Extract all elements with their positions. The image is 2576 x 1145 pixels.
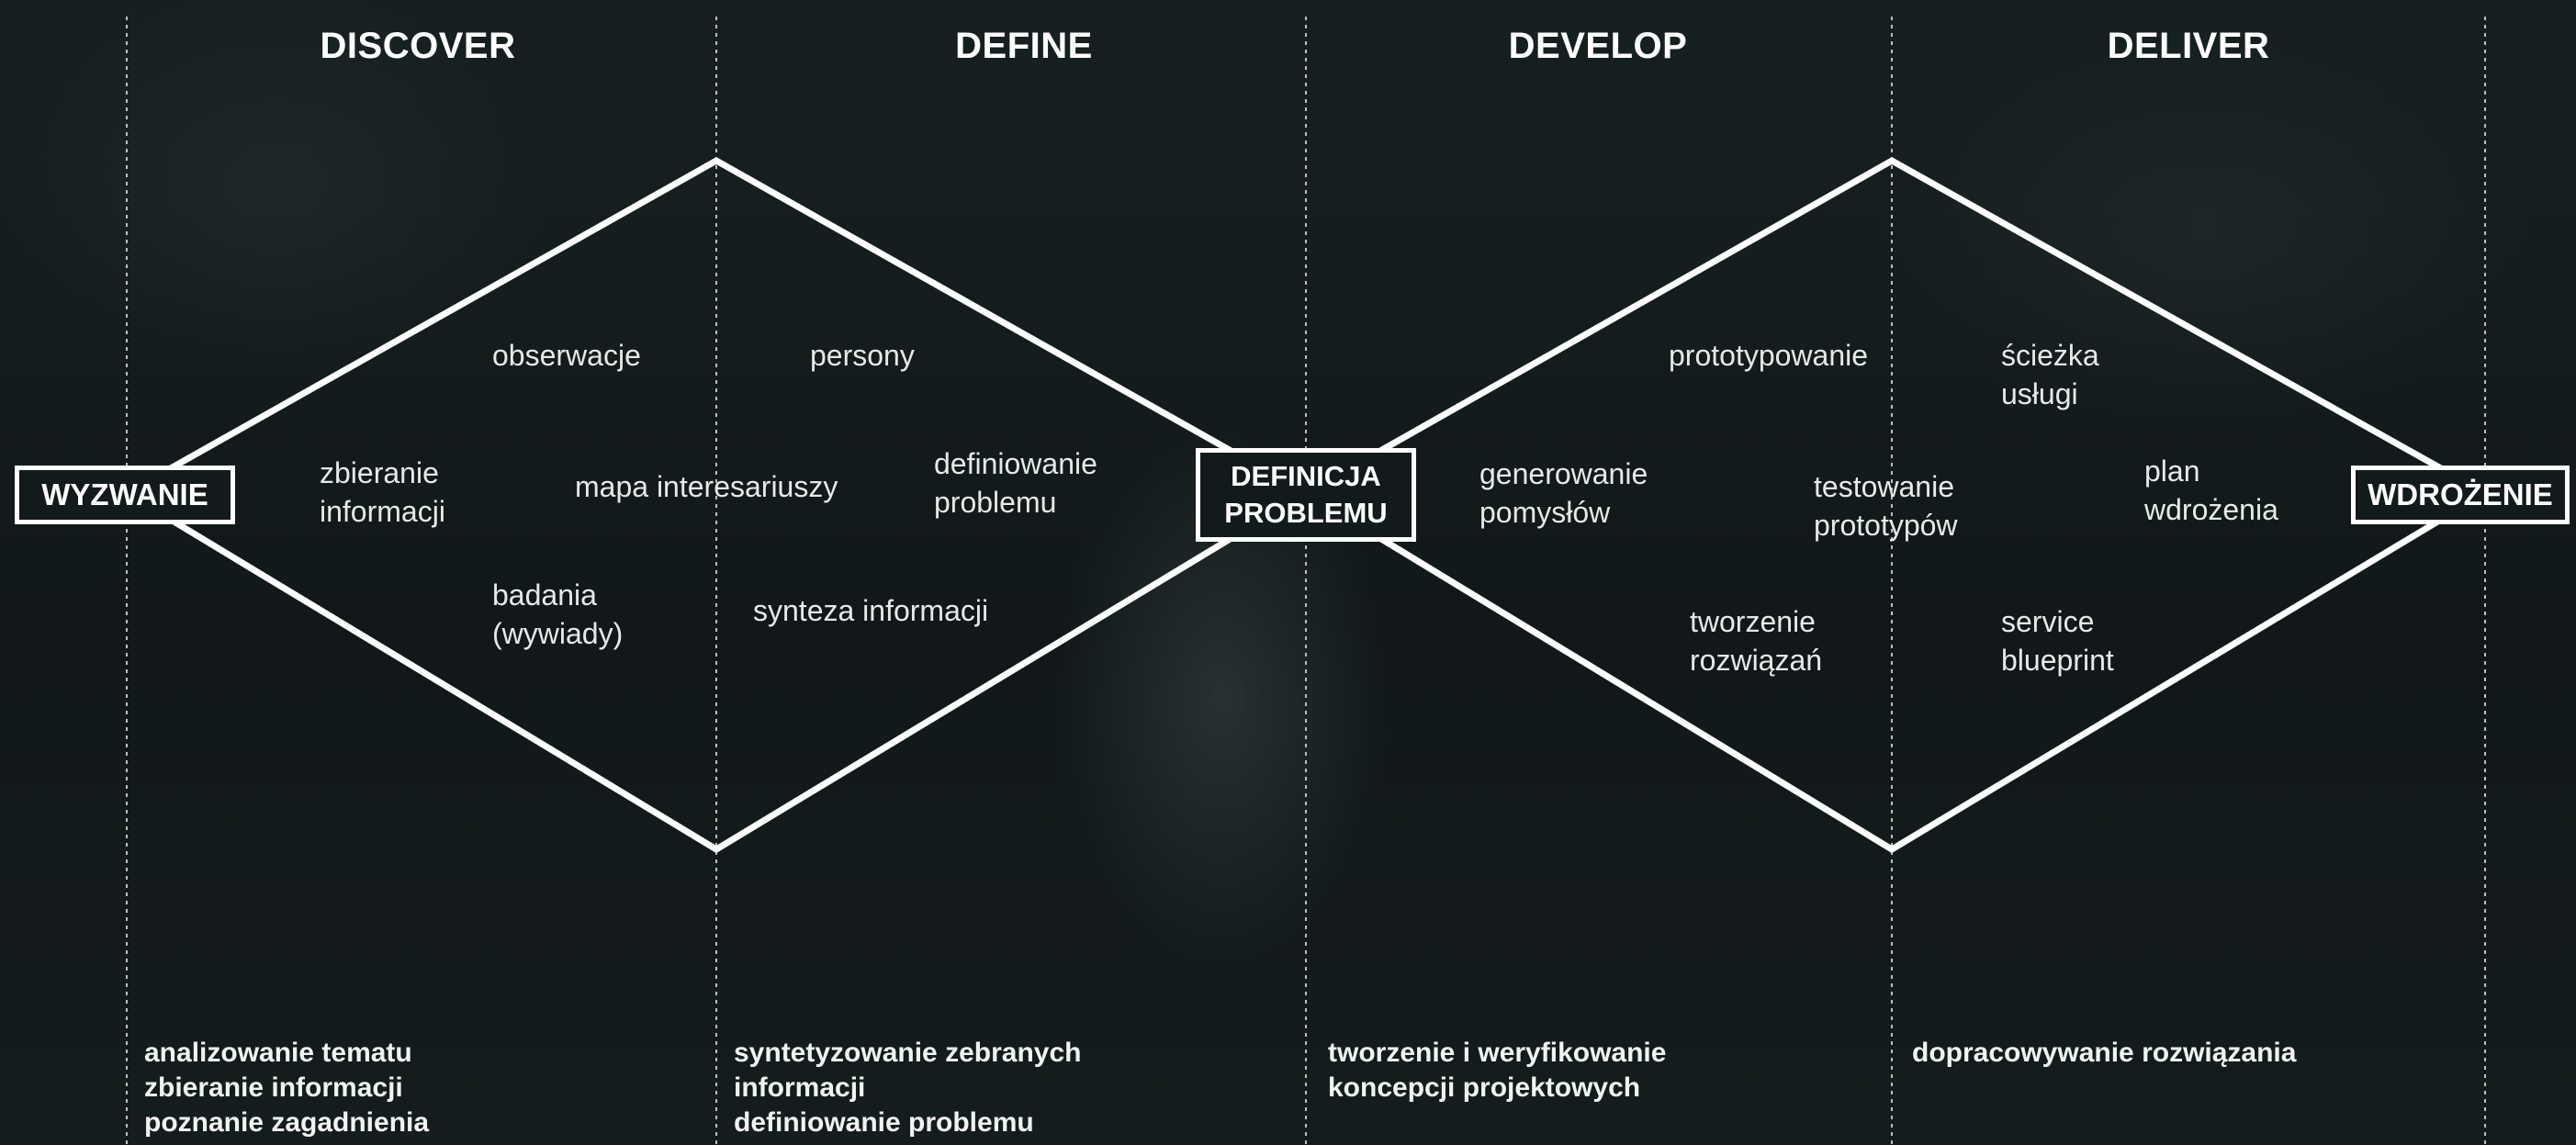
phase-develop-heading: DEVELOP (1508, 26, 1688, 66)
column-dividers (126, 17, 2486, 1145)
phase-define-heading: DEFINE (955, 26, 1093, 66)
label-implementation-plan: plan wdrożenia (2144, 455, 2278, 526)
develop-description: tworzenie i weryfikowanie koncepcji proj… (1328, 1038, 1667, 1103)
label-observations: obserwacje (492, 339, 641, 372)
label-prototyping: prototypowanie (1669, 339, 1869, 372)
label-idea-generation: generowanie pomysłów (1479, 457, 1648, 529)
label-stakeholder-map: mapa interesariuszy (575, 470, 838, 503)
label-defining-problem: definiowanie problemu (934, 447, 1097, 519)
problem-definition-box: DEFINICJA PROBLEMU (1196, 448, 1416, 542)
label-gathering-info: zbieranie informacji (320, 456, 445, 528)
label-service-path: ścieżka usługi (2001, 339, 2099, 410)
label-personas: persony (810, 339, 915, 372)
label-prototype-testing: testowanie prototypów (1814, 470, 1958, 542)
discover-description: analizowanie tematu zbieranie informacji… (144, 1038, 430, 1138)
deliver-description: dopracowywanie rozwiązania (1912, 1038, 2297, 1068)
challenge-box: WYZWANIE (15, 466, 235, 524)
label-research: badania (wywiady) (492, 578, 624, 650)
implementation-box: WDROŻENIE (2351, 466, 2570, 524)
define-description: syntetyzowanie zebranych informacji defi… (734, 1038, 1082, 1138)
label-creating-solutions: tworzenie rozwiązań (1690, 605, 1823, 677)
phase-discover-heading: DISCOVER (320, 26, 516, 66)
label-service-blueprint: service blueprint (2001, 605, 2114, 677)
phase-deliver-heading: DELIVER (2107, 26, 2270, 66)
label-synthesis: synteza informacji (753, 594, 989, 627)
